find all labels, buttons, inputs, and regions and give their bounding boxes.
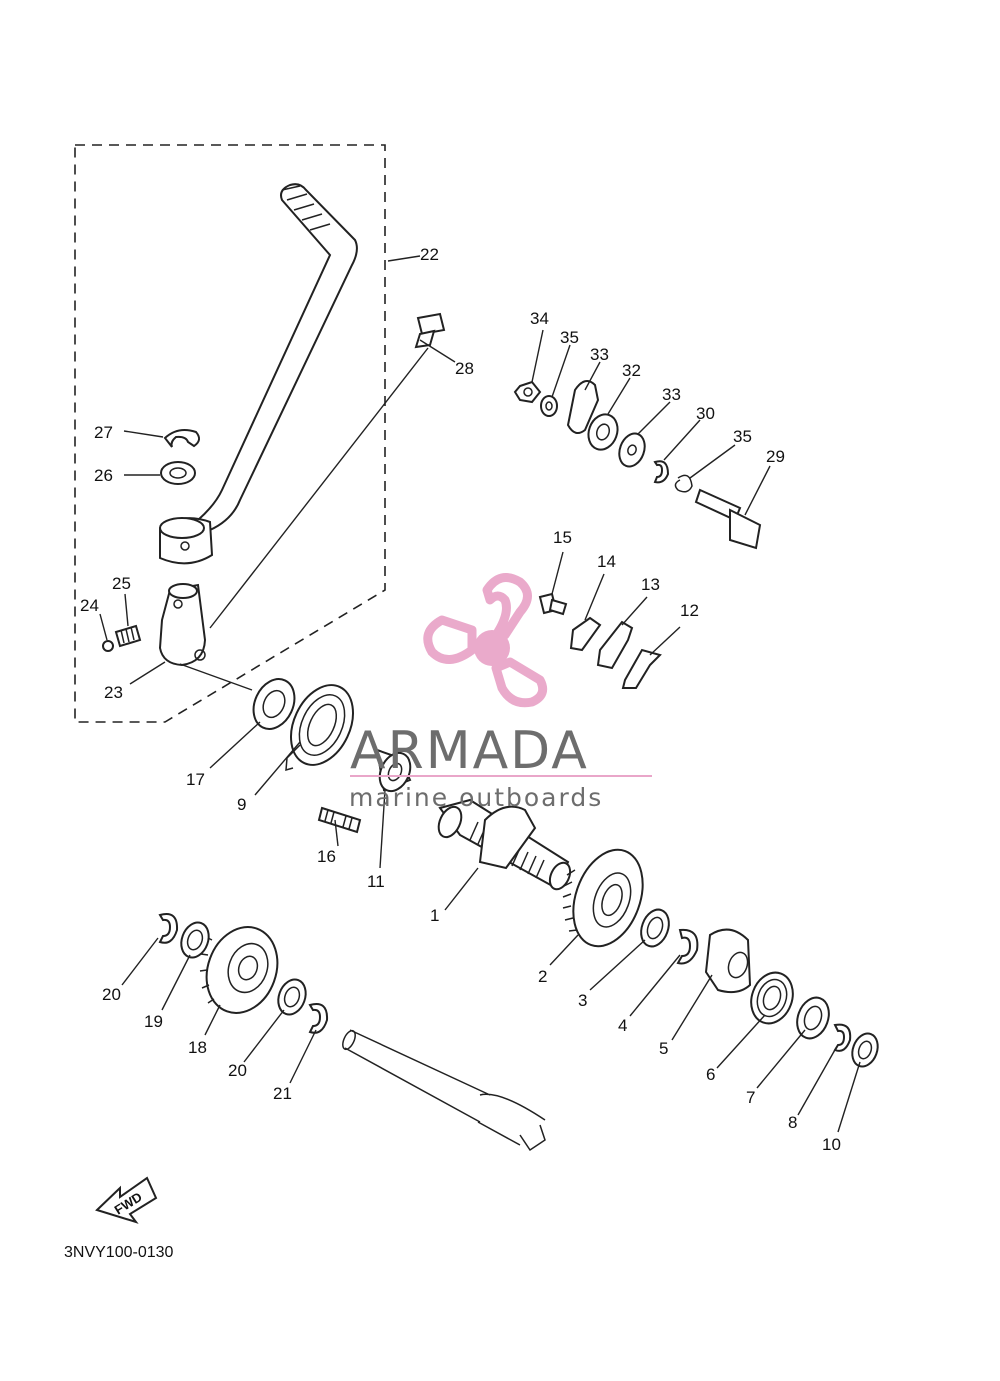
circlip-4 <box>676 928 699 965</box>
washer-10 <box>851 1032 879 1068</box>
circlip-8 <box>833 1023 852 1052</box>
callout-10: 10 <box>822 1135 841 1154</box>
callout-9: 9 <box>237 795 246 814</box>
circlip-29 <box>653 460 670 484</box>
nut-32 <box>513 380 542 404</box>
shaft-28 <box>694 488 762 550</box>
callout-23: 24 <box>80 596 99 615</box>
bolt-15 <box>538 592 568 616</box>
plate-14 <box>569 616 602 652</box>
kick-axle-1 <box>437 798 572 891</box>
callout-24: 25 <box>112 574 131 593</box>
callout-2: 2 <box>538 967 547 986</box>
plate-12 <box>621 648 662 689</box>
sub-assembly-boundary <box>74 144 386 723</box>
main-shaft-reference <box>342 1029 546 1152</box>
kick-gear-2 <box>562 848 644 948</box>
callout-27: 28 <box>455 359 474 378</box>
propeller-logo-icon <box>423 573 548 708</box>
circlip-20-left <box>158 913 179 944</box>
ratchet-wheel-5 <box>704 928 752 994</box>
callout-1: 1 <box>430 906 439 925</box>
callout-6: 6 <box>706 1065 715 1084</box>
clip-26 <box>163 429 200 448</box>
callout-25: 26 <box>94 466 113 485</box>
callout-22: 23 <box>104 683 123 702</box>
callout-5: 5 <box>659 1039 668 1058</box>
callout-7: 7 <box>746 1088 755 1107</box>
washer-33 <box>618 432 646 468</box>
callout-11: 11 <box>367 872 385 891</box>
leader-lines <box>99 255 861 1133</box>
callout-20-right: 21 <box>273 1084 292 1103</box>
spring-34 <box>674 474 693 493</box>
callout-17: 17 <box>186 770 205 789</box>
callout-3: 3 <box>578 991 587 1010</box>
plate-31 <box>566 380 600 435</box>
bearing-30 <box>587 413 619 451</box>
idler-gear-18 <box>199 926 279 1014</box>
callout-21: 22 <box>420 245 439 264</box>
washer-19-right <box>277 978 307 1016</box>
pin-16 <box>317 806 362 834</box>
callout-31: 33 <box>590 345 609 364</box>
callout-19-left: 19 <box>144 1012 163 1031</box>
callout-15: 15 <box>553 528 572 547</box>
callout-8: 8 <box>788 1113 797 1132</box>
kick-boss-22 <box>158 583 207 667</box>
spring-6 <box>750 971 794 1025</box>
watermark-tagline: marine outboards <box>349 783 603 812</box>
callout-34: 35 <box>733 427 752 446</box>
washer-3 <box>640 908 670 948</box>
callout-14: 14 <box>597 552 616 571</box>
callout-35: 35 <box>560 328 579 347</box>
callout-labels: 22 28 27 26 24 25 23 17 9 16 11 34 35 33… <box>80 245 841 1154</box>
callout-32: 34 <box>530 309 549 328</box>
callout-13: 13 <box>641 575 660 594</box>
callout-18: 18 <box>188 1038 207 1057</box>
circlip-20-right <box>308 1003 329 1034</box>
diagram-code: 3NVY100-0130 <box>64 1244 174 1261</box>
callout-12: 12 <box>680 601 699 620</box>
callout-16: 16 <box>317 847 336 866</box>
callout-29: 30 <box>696 404 715 423</box>
plate-13 <box>596 620 634 670</box>
spacer-11 <box>375 748 412 793</box>
callout-28: 29 <box>766 447 785 466</box>
bolt-27 <box>414 312 446 349</box>
callout-30: 32 <box>622 361 641 380</box>
callout-20-left: 20 <box>102 985 121 1004</box>
spring-24 <box>114 624 142 648</box>
callout-19-right: 20 <box>228 1061 247 1080</box>
callout-33: 33 <box>662 385 681 404</box>
kick-lever <box>159 183 358 565</box>
callout-4: 4 <box>618 1016 627 1035</box>
bearing-17 <box>252 678 296 730</box>
watermark-brand: ARMADA <box>350 721 589 781</box>
torsion-spring-9 <box>285 684 354 772</box>
callout-26: 27 <box>94 423 113 442</box>
washer-7 <box>796 996 830 1040</box>
washer-25 <box>160 461 196 485</box>
ball-23 <box>102 640 114 652</box>
direction-arrow-icon: FWD <box>95 1176 158 1224</box>
washer-35 <box>540 395 558 417</box>
